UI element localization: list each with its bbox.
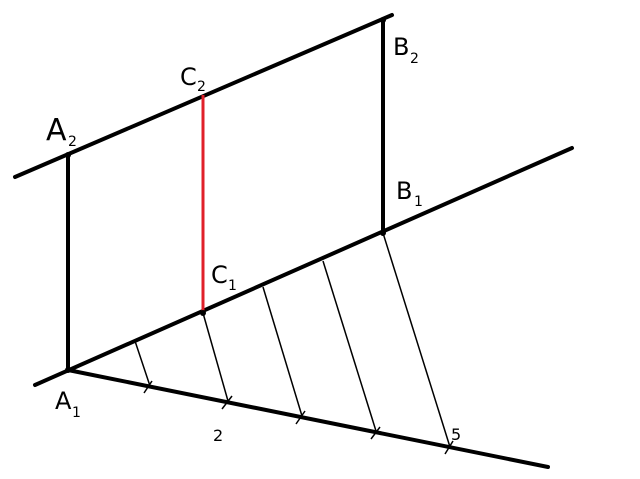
svg-text:A: A <box>55 387 72 415</box>
label-a1: A 1 <box>55 387 81 421</box>
svg-text:C: C <box>211 261 228 289</box>
svg-text:1: 1 <box>228 278 237 294</box>
label-b1: B 1 <box>396 177 423 210</box>
label-c2: C 2 <box>180 63 206 95</box>
svg-text:C: C <box>180 63 197 91</box>
svg-text:A: A <box>46 113 67 148</box>
tick-label-5: 5 <box>451 425 461 444</box>
svg-text:B: B <box>396 177 412 205</box>
division-line-2 <box>202 312 229 402</box>
label-b2: B 2 <box>393 33 419 67</box>
label-a2: A 2 <box>46 113 77 150</box>
svg-text:B: B <box>393 33 409 61</box>
division-line-1 <box>134 340 151 387</box>
point-a1 <box>65 367 71 373</box>
svg-text:2: 2 <box>68 134 77 150</box>
svg-text:1: 1 <box>72 405 81 421</box>
tick-mark-4 <box>370 426 381 440</box>
point-a2 <box>65 152 71 158</box>
tick-mark-3 <box>295 410 306 425</box>
point-b2 <box>380 17 386 23</box>
tick-label-2: 2 <box>213 426 223 445</box>
svg-text:1: 1 <box>414 194 423 210</box>
tick-mark-1 <box>143 380 153 394</box>
division-line-3 <box>262 286 303 417</box>
svg-text:2: 2 <box>410 51 419 67</box>
division-line-5 <box>382 232 451 448</box>
tick-mark-5 <box>444 440 454 455</box>
label-c1: C 1 <box>211 261 237 294</box>
division-line-4 <box>322 260 377 432</box>
middle-line <box>33 146 574 387</box>
svg-text:2: 2 <box>197 79 206 95</box>
tick-mark-2 <box>221 395 233 410</box>
auxiliary-ray <box>66 368 550 469</box>
